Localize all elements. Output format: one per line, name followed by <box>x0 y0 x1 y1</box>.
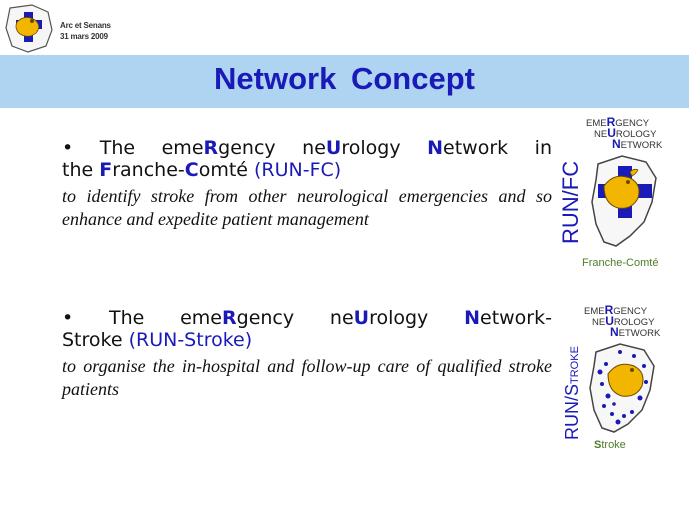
bullet-run-stroke-description: to organise the in-hospital and follow-u… <box>62 356 552 399</box>
bullet-run-fc-line2: the Franche-Comté (RUN-FC) <box>62 159 552 181</box>
event-date: 31 mars 2009 <box>60 32 108 41</box>
text: etwork- <box>480 307 552 329</box>
bullet-run-stroke-line2: Stroke (RUN-Stroke) <box>62 329 552 351</box>
logo-text: NETWORK <box>610 325 661 339</box>
run-fc-logo: EMERGENCY NEUROLOGY NETWORK RUN/FC Franc… <box>560 115 663 269</box>
run-stroke-logo: EMERGENCY NEUROLOGY NETWORK RUN/STROKE S… <box>562 303 661 451</box>
logo-footer: Franche-Comté <box>582 257 658 269</box>
corner-logo <box>5 4 53 53</box>
logo-text: NETWORK <box>612 137 663 151</box>
logo-footer: Stroke <box>594 439 626 451</box>
event-location: Arc et Senans <box>60 21 111 30</box>
text: ranche- <box>112 159 185 181</box>
hospital-network-dots <box>597 350 648 425</box>
text: gency ne <box>218 137 326 159</box>
highlight-letter: N <box>427 137 444 159</box>
highlight-letter: U <box>325 137 342 159</box>
logo-vertical-text: RUN/FC <box>560 161 583 244</box>
abbreviation: (RUN-Stroke) <box>128 329 253 351</box>
highlight-letter: F <box>99 159 113 181</box>
bullet-run-fc-description: to identify stroke from other neurologic… <box>62 186 552 229</box>
highlight-letter: C <box>184 159 199 181</box>
text: etwork in <box>443 137 552 159</box>
text: rology <box>341 137 428 159</box>
page-title: Network Concept <box>214 61 475 96</box>
bullet-run-stroke: • The emeRgency neUrology Network- Strok… <box>62 307 552 401</box>
highlight-letter: R <box>203 137 219 159</box>
bullet-run-stroke-line1: • The emeRgency neUrology Network- <box>62 307 552 329</box>
text: the <box>62 159 100 181</box>
bullet-run-fc-line1: • The emeRgency neUrology Network in <box>62 137 552 159</box>
event-info: Arc et Senans 31 mars 2009 <box>60 20 111 42</box>
lion-emblem <box>603 175 640 209</box>
text: The eme <box>73 307 222 329</box>
text: Stroke <box>62 329 129 351</box>
abbreviation: (RUN-FC) <box>254 159 342 181</box>
highlight-letter: R <box>222 307 237 329</box>
logo-text: NEUROLOGY <box>594 126 657 140</box>
highlight-letter: U <box>353 307 370 329</box>
text: The eme <box>73 137 204 159</box>
highlight-letter: N <box>464 307 480 329</box>
title-band <box>0 55 689 108</box>
logo-text: EMERGENCY <box>586 115 650 129</box>
bullet-run-fc: • The emeRgency neUrology Network in the… <box>62 137 552 231</box>
logo-text: EMERGENCY <box>584 303 648 317</box>
lion-emblem <box>607 363 644 397</box>
text: rology <box>369 307 465 329</box>
bullet-marker: • <box>62 137 74 159</box>
logo-vertical-text: RUN/STROKE <box>562 346 582 440</box>
bullet-marker: • <box>62 307 74 329</box>
logo-text: NEUROLOGY <box>592 314 655 328</box>
text: omté <box>198 159 255 181</box>
text: gency ne <box>236 307 354 329</box>
